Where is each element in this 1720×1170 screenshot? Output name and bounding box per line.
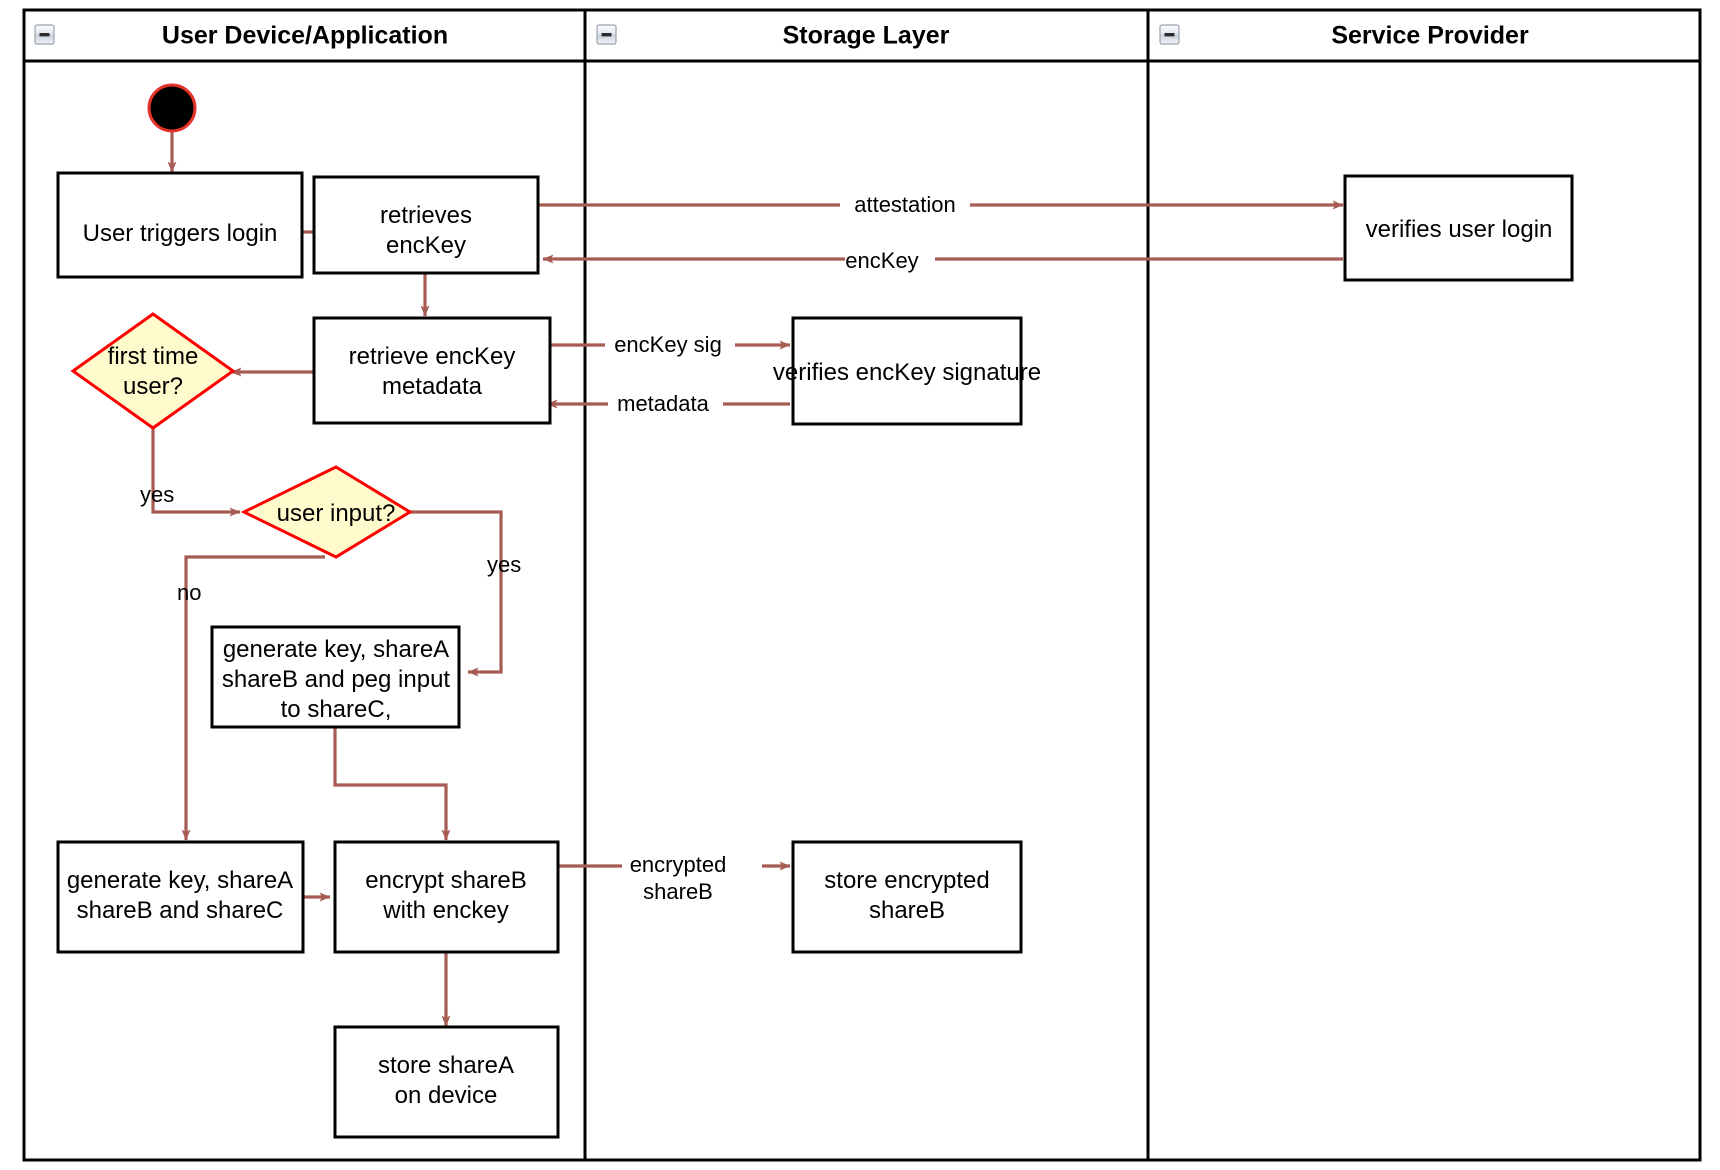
node-user-triggers-login[interactable]: User triggers login [56, 171, 304, 279]
node-label-encrypt-l2: with enckey [382, 897, 508, 924]
node-label-store-sharea-l2: on device [395, 1082, 498, 1109]
node-label-first-time-l1: first time [108, 343, 199, 370]
node-label-retrieve-meta-l1: retrieve encKey [349, 343, 516, 370]
initial-node-icon [147, 83, 197, 133]
diagram-outer-border [22, 8, 1702, 1162]
node-generate-key-shares[interactable]: generate key, shareA shareB and shareC [56, 840, 305, 954]
node-label-retrieve-meta-l2: metadata [382, 373, 483, 400]
node-first-time-user[interactable]: first time user? [70, 312, 236, 430]
edge-label-no-user-input: no [177, 580, 201, 605]
node-user-input[interactable]: user input? [240, 465, 413, 559]
node-label-gen-peg-l1: generate key, shareA [223, 636, 449, 663]
node-label-user-triggers-login: User triggers login [83, 220, 278, 247]
minus-icon[interactable] [34, 24, 55, 45]
edge-peg-to-encrypt [333, 727, 451, 841]
node-store-encrypted-shareb[interactable]: store encrypted shareB [791, 840, 1023, 954]
node-label-verifies-sig: verifies encKey signature [773, 359, 1041, 386]
node-label-verifies-user-login: verifies user login [1366, 216, 1553, 243]
node-retrieve-enckey-metadata[interactable]: retrieve encKey metadata [312, 316, 552, 425]
edge-labels-layer: attestation encKey encKey sig metadata y… [140, 190, 970, 910]
node-label-gen-peg-l3: to shareC, [281, 696, 392, 723]
lane-header-storage: Storage Layer [596, 22, 950, 50]
node-label-store-enc-l1: store encrypted [824, 867, 989, 894]
lane-header-service-provider: Service Provider [1159, 22, 1529, 50]
edge-userinput-yes [410, 510, 503, 677]
node-store-sharea-on-device[interactable]: store shareA on device [333, 1025, 560, 1139]
edge-userinput-no [181, 555, 325, 841]
edge-label-metadata: metadata [617, 391, 709, 416]
lane-title-storage: Storage Layer [783, 22, 950, 50]
node-verifies-enckey-signature[interactable]: verifies encKey signature [773, 316, 1041, 426]
edges-layer [151, 127, 1344, 1027]
node-label-store-enc-l2: shareB [869, 897, 945, 924]
edge-label-enckey: encKey [845, 248, 918, 273]
lane-title-user-device: User Device/Application [162, 22, 448, 50]
edge-label-encrypted-line2: shareB [643, 879, 713, 904]
node-start[interactable] [147, 83, 197, 133]
lane-header-user-device: User Device/Application [34, 22, 448, 50]
node-verifies-user-login[interactable]: verifies user login [1343, 174, 1574, 282]
edge-label-enckey-sig: encKey sig [614, 332, 722, 357]
node-label-first-time-l2: user? [123, 373, 183, 400]
edge-label-yes-user-input: yes [487, 552, 521, 577]
edge-firsttime-yes [151, 413, 241, 517]
node-retrieves-enckey[interactable]: retrieves encKey [312, 175, 540, 275]
minus-icon[interactable] [596, 24, 617, 45]
minus-icon[interactable] [1159, 24, 1180, 45]
node-label-user-input: user input? [277, 500, 396, 527]
node-label-retrieves-l2: encKey [386, 232, 466, 259]
edge-label-attestation: attestation [854, 192, 956, 217]
edge-label-encrypted-line1: encrypted [630, 852, 727, 877]
node-encrypt-shareb[interactable]: encrypt shareB with enckey [333, 840, 560, 954]
node-label-retrieves-l1: retrieves [380, 202, 472, 229]
swimlane-frame [22, 8, 1702, 1162]
node-generate-key-peg[interactable]: generate key, shareA shareB and peg inpu… [210, 625, 461, 729]
node-label-gen-shares-l1: generate key, shareA [67, 867, 293, 894]
node-label-store-sharea-l1: store shareA [378, 1052, 514, 1079]
lane-title-service-provider: Service Provider [1331, 22, 1529, 50]
edge-label-yes-first-time: yes [140, 482, 174, 507]
node-label-gen-peg-l2: shareB and peg input [222, 666, 451, 693]
node-label-encrypt-l1: encrypt shareB [365, 867, 526, 894]
node-label-gen-shares-l2: shareB and shareC [77, 897, 284, 924]
